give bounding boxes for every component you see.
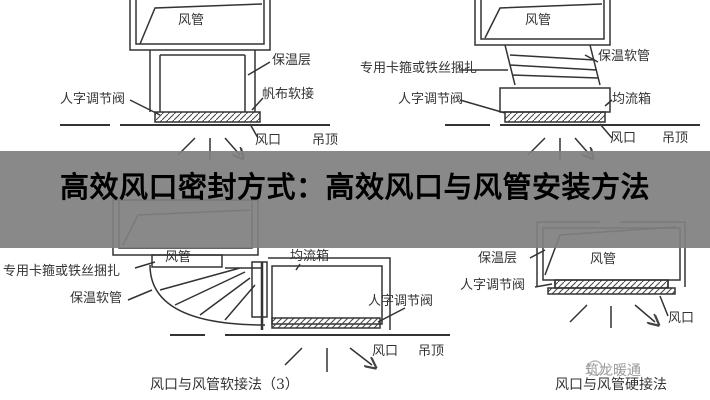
label-ceiling-bl: 吊顶: [418, 344, 445, 359]
label-clamp-tr: 专用卡箍或铁丝捆扎: [360, 61, 478, 76]
label-damper-tl: 人字调节阀: [60, 92, 126, 107]
label-ceiling-tr: 吊顶: [662, 131, 689, 146]
label-ceiling-tl: 吊顶: [312, 133, 339, 148]
label-duct-br: 风管: [590, 252, 617, 267]
label-damper-br: 人字调节阀: [460, 278, 526, 293]
diagram-top-right: [445, 0, 700, 160]
label-canvas-joint-tl: 帆布软接: [262, 87, 315, 102]
label-plenum-tr: 均流箱: [612, 92, 652, 107]
label-flex-hose-tr: 保温软管: [598, 49, 651, 64]
label-clamp-bl: 专用卡箍或铁丝捆扎: [3, 264, 121, 279]
label-damper-tr: 人字调节阀: [398, 92, 464, 107]
label-outlet-bl: 风口: [372, 344, 399, 359]
page-title: 高效风口密封方式：高效风口与风管安装方法: [59, 170, 650, 204]
caption-hard-joint: 风口与风管硬接法: [555, 377, 667, 393]
label-duct-bl: 风管: [165, 250, 192, 265]
label-outlet-br: 风口: [668, 311, 695, 326]
label-damper-bl: 人字调节阀: [368, 294, 434, 309]
label-outlet-tr: 风口: [610, 131, 637, 146]
watermark: 筑龙暖通: [585, 363, 641, 379]
label-insulation-br: 保温层: [478, 251, 518, 266]
label-insulation-tl: 保温层: [272, 53, 312, 68]
label-duct-tr: 风管: [525, 13, 552, 28]
caption-soft-joint: 风口与风管软接法（3）: [150, 377, 299, 393]
label-duct-tl: 风管: [178, 13, 205, 28]
label-plenum-bl: 均流箱: [290, 249, 330, 264]
label-flex-hose-bl: 保温软管: [70, 291, 123, 306]
label-outlet-tl: 风口: [255, 133, 282, 148]
title-banner: [0, 151, 710, 248]
